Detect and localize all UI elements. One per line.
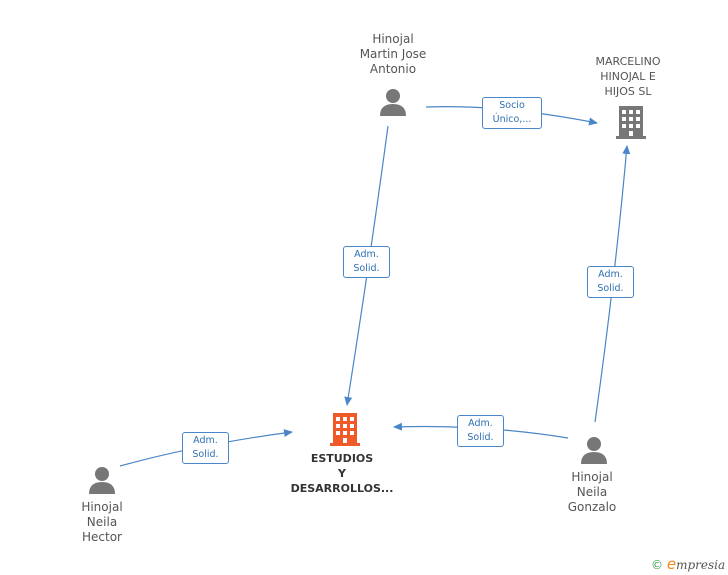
node-label-marcelino[interactable]: MARCELINO HINOJAL E HIJOS SL [595, 55, 661, 98]
edge-label-gonzalo-marcelino[interactable]: Adm. Solid. [587, 266, 634, 298]
building-icon[interactable] [330, 413, 360, 446]
person-icon[interactable] [89, 467, 115, 494]
person-icon[interactable] [581, 437, 607, 464]
node-label-hector[interactable]: Hinojal Neila Hector [81, 500, 123, 544]
node-label-gonzalo[interactable]: Hinojal Neila Gonzalo [567, 470, 617, 514]
edge-label-gonzalo-estudios[interactable]: Adm. Solid. [457, 415, 504, 447]
node-label-estudios[interactable]: ESTUDIOS Y DESARROLLOS... [290, 452, 394, 495]
brand-logo-text: mpresia [676, 558, 726, 572]
brand-logo-initial: e [666, 555, 677, 573]
footer-brand[interactable]: © empresia [651, 555, 725, 573]
copyright-icon: © [651, 558, 663, 572]
edge-label-martin-estudios[interactable]: Adm. Solid. [343, 246, 390, 278]
building-icon[interactable] [616, 106, 646, 139]
person-icon[interactable] [380, 89, 406, 116]
edge-label-hector-estudios[interactable]: Adm. Solid. [182, 432, 229, 464]
edge-label-martin-marcelino[interactable]: Socio Único,... [482, 97, 542, 129]
node-label-martin[interactable]: Hinojal Martin Jose Antonio [359, 32, 427, 76]
